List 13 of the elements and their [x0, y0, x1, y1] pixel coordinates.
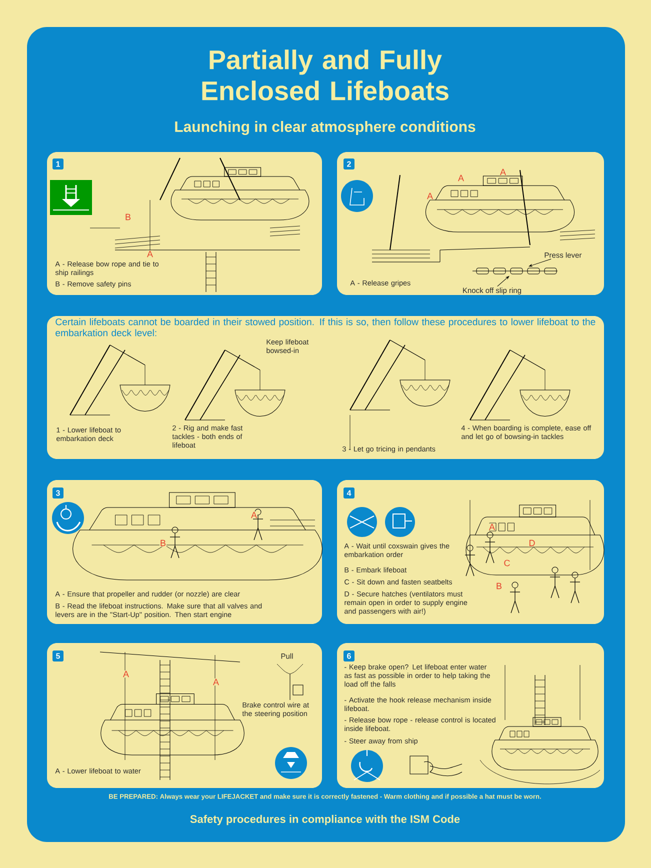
- step-number: 1: [52, 158, 64, 170]
- slip-ring-drawing: [472, 268, 558, 274]
- footer-title: Safety procedures in compliance with the ISM Code: [190, 814, 460, 826]
- step-number: 3: [52, 488, 64, 498]
- leader-line: [497, 276, 510, 287]
- step-number: 2: [344, 158, 354, 170]
- step-number: 6: [344, 650, 354, 662]
- step-number: 5: [52, 650, 64, 662]
- intro-text: Certain lifeboats cannot be boarded in their stowed position. If this is so, then follow these procedures to lower lifeboat to the embarkation deck level:: [56, 318, 596, 336]
- title: Partially and Fully Enclosed Lifeboats: [202, 50, 448, 100]
- leader-line: [528, 258, 552, 267]
- step-number: 4: [344, 488, 354, 498]
- subtitle: Launching in clear atmosphere conditions: [175, 120, 476, 136]
